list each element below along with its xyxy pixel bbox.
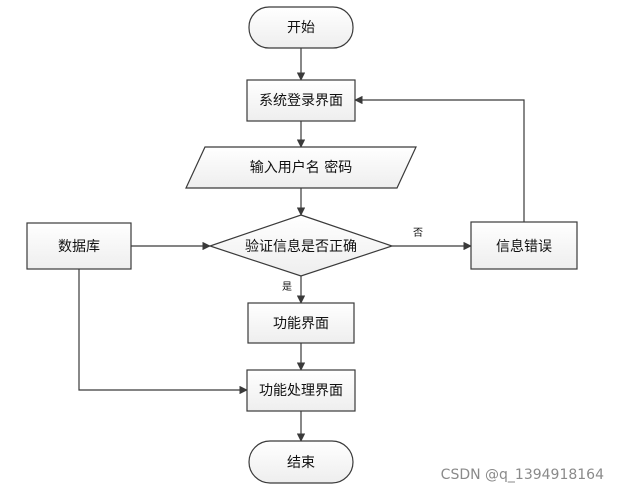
node-function-label: 功能界面 xyxy=(273,316,329,332)
node-input-label: 输入用户名 密码 xyxy=(250,159,352,176)
edge-error-to-login xyxy=(354,95,525,222)
node-database: 数据库 xyxy=(26,222,132,270)
node-verify: 验证信息是否正确 xyxy=(208,214,394,277)
node-process: 功能处理界面 xyxy=(246,369,356,412)
node-login-label: 系统登录界面 xyxy=(259,93,343,109)
node-process-label: 功能处理界面 xyxy=(259,383,343,399)
node-error: 信息错误 xyxy=(470,221,578,270)
node-error-label: 信息错误 xyxy=(496,238,552,255)
node-start: 开始 xyxy=(248,6,354,49)
node-end: 结束 xyxy=(248,440,354,484)
node-verify-label: 验证信息是否正确 xyxy=(245,238,357,255)
edge-label-yes: 是 xyxy=(282,281,292,293)
edges xyxy=(78,48,525,442)
node-end-label: 结束 xyxy=(287,455,315,471)
node-function: 功能界面 xyxy=(247,302,355,344)
node-database-label: 数据库 xyxy=(58,239,100,255)
edge-database-to-process xyxy=(78,269,248,395)
node-start-label: 开始 xyxy=(287,20,315,36)
watermark: CSDN @q_1394918164 xyxy=(441,467,604,483)
node-login: 系统登录界面 xyxy=(246,79,356,122)
node-input: 输入用户名 密码 xyxy=(185,146,417,189)
edge-label-no: 否 xyxy=(413,227,423,239)
